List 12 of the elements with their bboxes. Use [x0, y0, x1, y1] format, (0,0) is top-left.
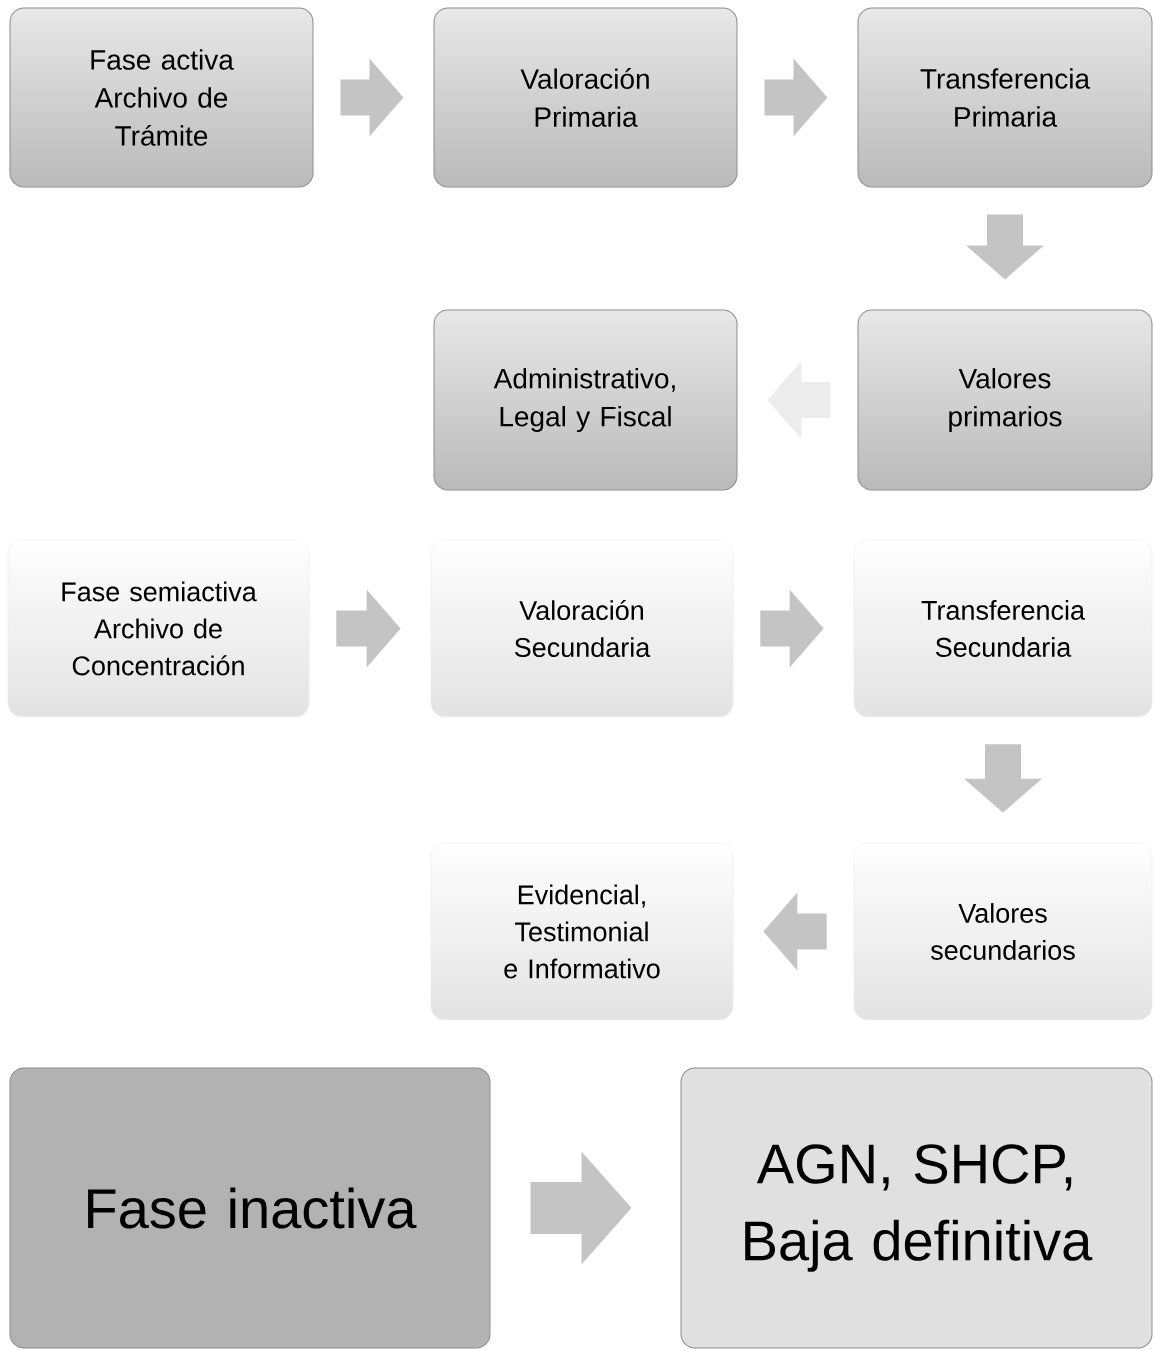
process-box: Fase inactiva [9, 1067, 491, 1349]
process-box: Valoración Secundaria [430, 539, 734, 718]
process-box: Valores primarios [857, 309, 1153, 491]
process-box: Fase activa Archivo de Trámite [9, 7, 314, 188]
process-box: Transferencia Secundaria [853, 539, 1153, 718]
process-box: AGN, SHCP, Baja definitiva [680, 1067, 1153, 1349]
process-box: Administrativo, Legal y Fiscal [433, 309, 738, 491]
process-box: Valores secundarios [853, 842, 1153, 1021]
process-box: Transferencia Primaria [857, 7, 1153, 188]
process-box: Fase semiactiva Archivo de Concentración [7, 539, 310, 718]
process-box: Evidencial, Testimonial e Informativo [430, 842, 734, 1021]
process-box: Valoración Primaria [433, 7, 738, 188]
